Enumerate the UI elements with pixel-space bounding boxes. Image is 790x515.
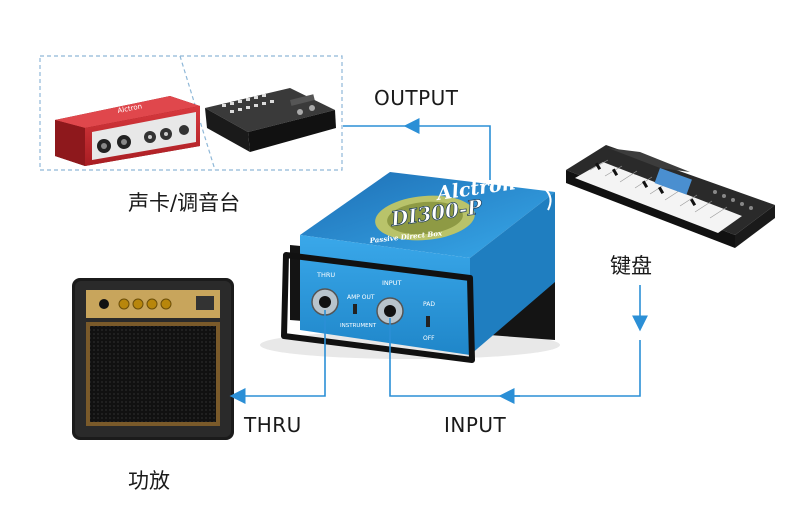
jack-input-label: INPUT <box>382 279 401 287</box>
off-label: OFF <box>423 335 435 342</box>
instrument-label: INSTRUMENT <box>340 323 377 329</box>
mixer-image <box>205 88 336 152</box>
input-jack <box>376 297 404 325</box>
thru-label: THRU <box>244 413 302 437</box>
keyboard-image <box>566 145 775 248</box>
cable-keyboard-to-input <box>389 285 648 404</box>
pad-label: PAD <box>423 301 435 308</box>
jack-thru-label: THRU <box>316 271 335 279</box>
sound-card-image: Alctron <box>55 96 200 166</box>
di-box-image: Alctron DI300-P Passive Direct Box THRU … <box>260 172 560 363</box>
amp-out-label: AMP OUT <box>347 294 375 301</box>
sound-card-mixer-label: 声卡/调音台 <box>128 191 241 215</box>
cable-output <box>343 118 491 180</box>
output-label: OUTPUT <box>374 86 459 110</box>
input-label: INPUT <box>444 413 507 437</box>
keyboard-label: 键盘 <box>610 254 652 278</box>
cable-thru-to-amplifier <box>229 310 326 404</box>
amplifier-label: 功放 <box>128 469 170 493</box>
amplifier-image <box>72 278 234 440</box>
